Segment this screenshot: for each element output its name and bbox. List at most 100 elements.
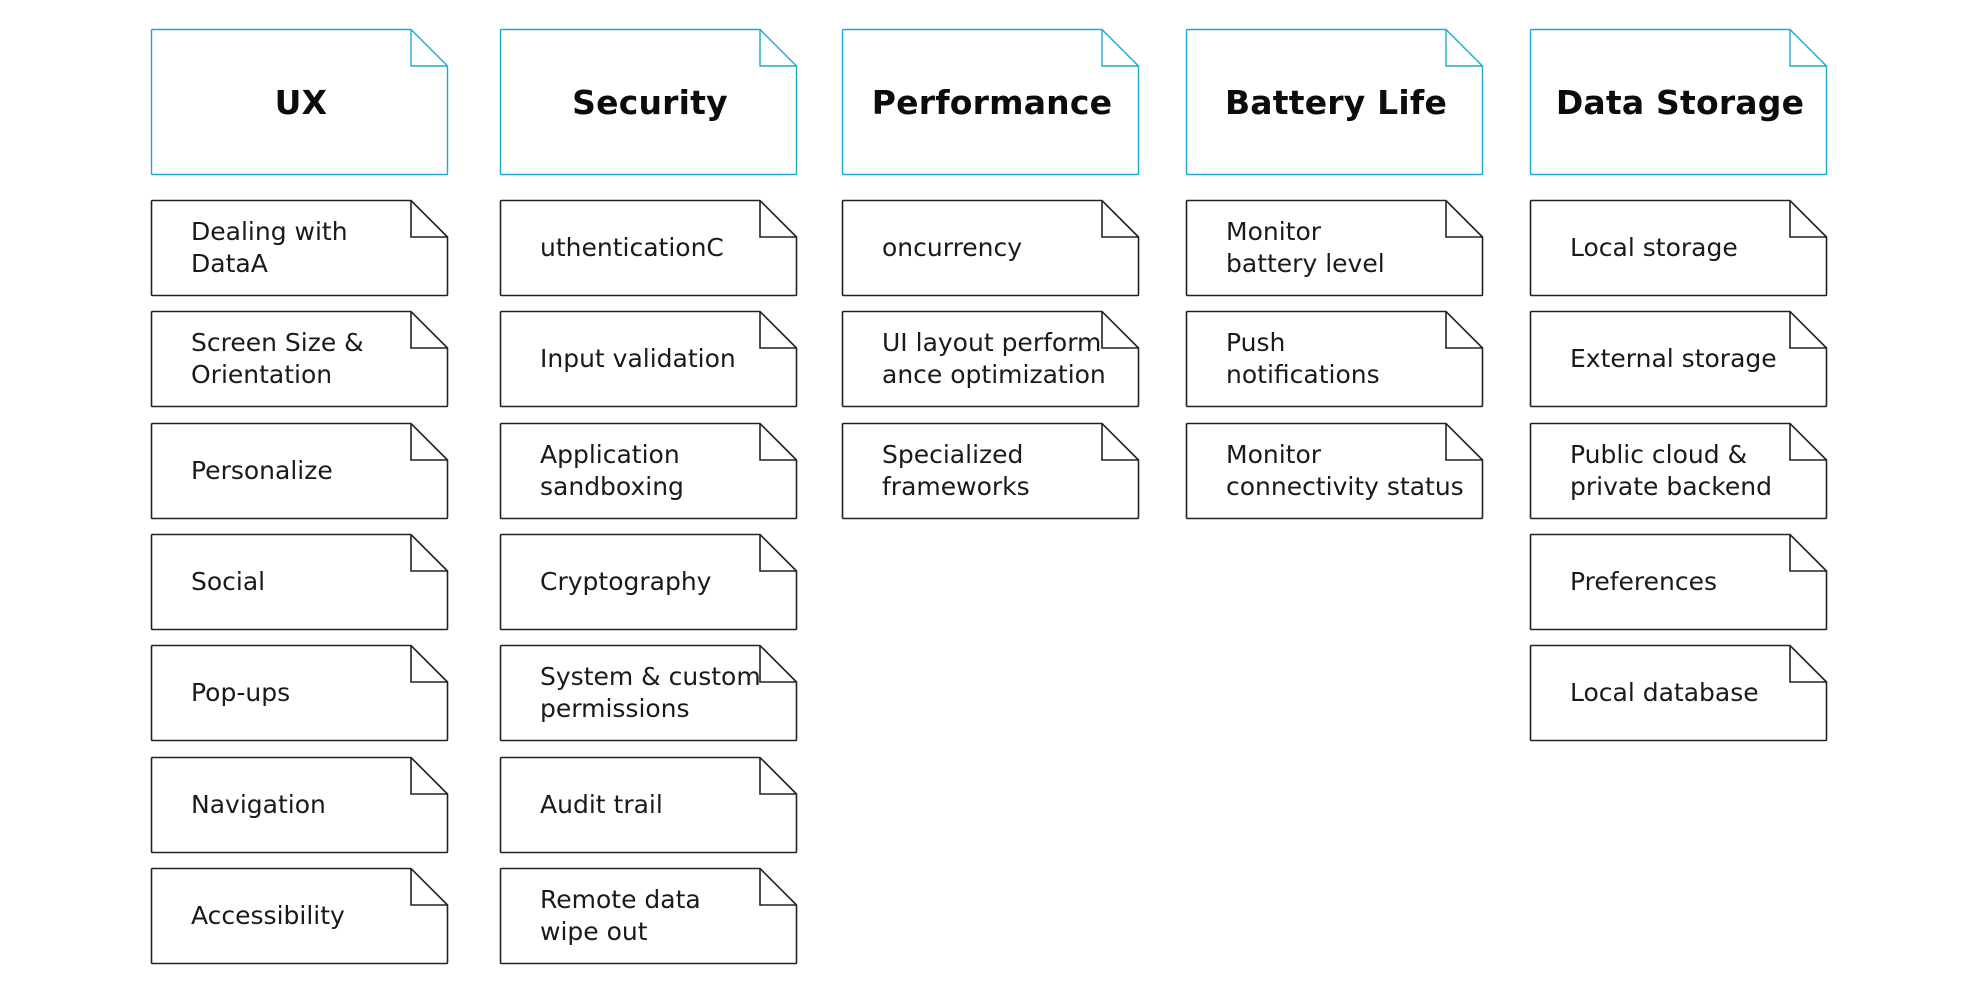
folded-corner — [1789, 645, 1827, 683]
item-label: Remote data wipe out — [540, 885, 701, 946]
note-shape — [1529, 28, 1828, 176]
item-label: uthenticationC — [540, 233, 724, 262]
item-label: oncurrency — [882, 233, 1023, 262]
item-label: Screen Size & Orientation — [191, 328, 364, 389]
note-shape — [1185, 199, 1484, 297]
note-shape — [499, 867, 798, 965]
item-note: Accessibility — [150, 867, 451, 965]
note-shape — [499, 533, 798, 631]
category-header-note: Data Storage — [1529, 28, 1830, 176]
item-label: Local storage — [1570, 233, 1738, 262]
item-note: Application sandboxing — [499, 422, 800, 520]
note-shape — [841, 199, 1140, 297]
category-title: Security — [572, 82, 728, 122]
folded-corner — [759, 29, 797, 67]
note-shape — [1529, 422, 1828, 520]
note-shape — [1185, 422, 1484, 520]
folded-corner — [410, 311, 448, 349]
category-title: Battery Life — [1224, 82, 1448, 122]
item-label: Monitor connectivity status — [1226, 440, 1464, 501]
item-note: UI layout perform ance optimization — [841, 310, 1142, 408]
item-note: Screen Size & Orientation — [150, 310, 451, 408]
folded-corner — [410, 868, 448, 906]
item-note: Cryptography — [499, 533, 800, 631]
note-shape — [150, 644, 449, 742]
note-shape — [1529, 533, 1828, 631]
item-note: Social — [150, 533, 451, 631]
folded-corner — [1101, 311, 1139, 349]
item-note: External storage — [1529, 310, 1830, 408]
folded-corner — [1789, 29, 1827, 67]
item-note: Preferences — [1529, 533, 1830, 631]
note-shape — [1529, 199, 1828, 297]
folded-corner — [1789, 534, 1827, 572]
note-shape — [150, 28, 449, 176]
note-shape — [1185, 28, 1484, 176]
note-shape — [499, 756, 798, 854]
folded-corner — [1101, 423, 1139, 461]
item-label: Navigation — [191, 790, 326, 819]
folded-corner — [1445, 29, 1483, 67]
category-header-note: Battery Life — [1185, 28, 1486, 176]
note-shape — [499, 28, 798, 176]
folded-corner — [1789, 200, 1827, 238]
folded-corner — [410, 757, 448, 795]
note-shape — [150, 867, 449, 965]
item-note: Pop-ups — [150, 644, 451, 742]
note-shape — [1529, 644, 1828, 742]
category-title: Performance — [871, 82, 1113, 122]
item-label: Accessibility — [191, 901, 345, 930]
item-note: Monitor battery level — [1185, 199, 1486, 297]
item-note: Remote data wipe out — [499, 867, 800, 965]
folded-corner — [1101, 200, 1139, 238]
item-label: Push notifications — [1226, 328, 1380, 389]
note-shape — [150, 533, 449, 631]
item-note: Audit trail — [499, 756, 800, 854]
folded-corner — [1101, 29, 1139, 67]
item-label: External storage — [1570, 344, 1777, 373]
folded-corner — [410, 423, 448, 461]
folded-corner — [759, 423, 797, 461]
item-note: Push notifications — [1185, 310, 1486, 408]
folded-corner — [759, 645, 797, 683]
folded-corner — [1445, 311, 1483, 349]
item-note: Specialized frameworks — [841, 422, 1142, 520]
folded-corner — [1789, 311, 1827, 349]
note-shape — [150, 422, 449, 520]
folded-corner — [1445, 200, 1483, 238]
item-label: Application sandboxing — [540, 440, 684, 501]
item-label: Monitor battery level — [1226, 217, 1385, 278]
folded-corner — [1445, 423, 1483, 461]
item-label: Personalize — [191, 456, 333, 485]
item-note: oncurrency — [841, 199, 1142, 297]
note-shape — [499, 644, 798, 742]
item-label: Input validation — [540, 344, 736, 373]
item-label: System & custom permissions — [540, 662, 761, 723]
folded-corner — [410, 645, 448, 683]
note-shape — [150, 199, 449, 297]
folded-corner — [759, 534, 797, 572]
item-note: Personalize — [150, 422, 451, 520]
item-label: Social — [191, 567, 266, 596]
category-title: UX — [274, 82, 328, 122]
item-label: Preferences — [1570, 567, 1718, 596]
note-shape — [150, 310, 449, 408]
folded-corner — [759, 757, 797, 795]
note-shape — [499, 310, 798, 408]
note-shape — [1529, 310, 1828, 408]
item-note: Public cloud & private backend — [1529, 422, 1830, 520]
item-label: UI layout perform ance optimization — [882, 328, 1106, 389]
note-shape — [841, 310, 1140, 408]
item-label: Specialized frameworks — [882, 440, 1030, 501]
note-shape — [150, 756, 449, 854]
item-note: Monitor connectivity status — [1185, 422, 1486, 520]
item-note: Input validation — [499, 310, 800, 408]
category-header-note: UX — [150, 28, 451, 176]
folded-corner — [410, 29, 448, 67]
folded-corner — [1789, 423, 1827, 461]
note-shape — [841, 422, 1140, 520]
item-note: Dealing with DataA — [150, 199, 451, 297]
note-shape — [499, 422, 798, 520]
item-label: Public cloud & private backend — [1570, 440, 1772, 501]
